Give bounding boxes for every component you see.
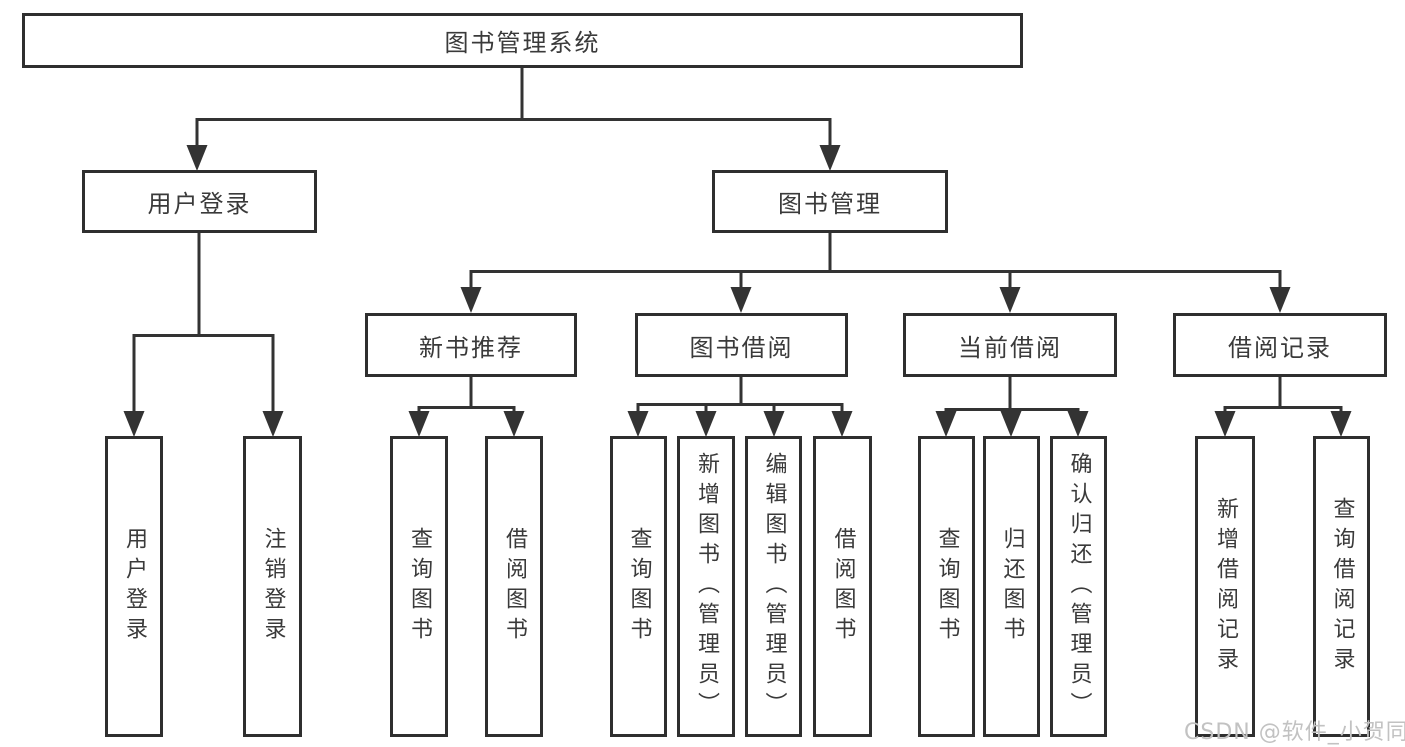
connector-book-borrowing-children <box>627 377 853 437</box>
leaf-label: 查询图书 <box>407 526 432 647</box>
leaf-label: 注销登录 <box>260 526 286 647</box>
node-new-book-recommend: 新书推荐 <box>365 313 577 377</box>
leaf-logout: 注销登录 <box>243 436 302 737</box>
leaf-label: 归还图书 <box>999 526 1025 647</box>
leaf-query-books-current: 查询图书 <box>918 436 975 737</box>
leaf-return-books: 归还图书 <box>983 436 1040 737</box>
leaf-label: 借阅图书 <box>830 526 856 647</box>
node-label: 当前借阅 <box>958 333 1062 362</box>
leaf-label: 查询借阅记录 <box>1329 496 1355 677</box>
leaf-query-books-borrowing: 查询图书 <box>610 436 667 737</box>
leaf-confirm-return-admin: 确认归还（管理员） <box>1050 436 1107 737</box>
node-root-system: 图书管理系统 <box>22 13 1023 68</box>
node-book-management: 图书管理 <box>712 170 948 233</box>
leaf-label: 用户登录 <box>122 526 147 647</box>
node-label: 图书管理 <box>778 190 882 218</box>
node-book-borrowing: 图书借阅 <box>635 313 848 377</box>
leaf-edit-books-admin: 编辑图书（管理员） <box>745 436 802 737</box>
leaf-query-borrow-record: 查询借阅记录 <box>1313 436 1370 737</box>
leaf-label: 新增图书（管理员） <box>694 451 719 722</box>
leaf-add-books-admin: 新增图书（管理员） <box>677 436 735 737</box>
node-current-borrowing: 当前借阅 <box>903 313 1117 377</box>
node-borrow-records: 借阅记录 <box>1173 313 1387 377</box>
connector-user-login-children <box>123 233 284 437</box>
leaf-query-books-recommend: 查询图书 <box>390 436 448 737</box>
connector-current-borrowing-children <box>935 376 1089 437</box>
leaf-label: 借阅图书 <box>502 526 527 647</box>
node-user-login: 用户登录 <box>82 170 317 233</box>
watermark: CSDN @软件_小贺同学 <box>1184 720 1405 745</box>
node-label: 图书借阅 <box>689 333 794 362</box>
node-label: 用户登录 <box>147 190 252 218</box>
connector-borrow-records-children <box>1214 376 1352 437</box>
node-label: 新书推荐 <box>419 333 523 362</box>
leaf-label: 确认归还（管理员） <box>1066 451 1092 722</box>
connector-book-management-children <box>460 233 1291 313</box>
node-label: 图书管理系统 <box>444 29 601 57</box>
leaf-label: 查询图书 <box>626 526 652 647</box>
leaf-label: 查询图书 <box>934 526 960 647</box>
leaf-label: 新增借阅记录 <box>1213 496 1238 677</box>
leaf-borrow-books-recommend: 借阅图书 <box>485 436 543 737</box>
leaf-add-borrow-record: 新增借阅记录 <box>1195 436 1255 737</box>
connector-root-to-level2 <box>186 68 841 171</box>
leaf-user-login: 用户登录 <box>105 436 163 737</box>
connector-new-book-recommend-children <box>408 377 525 437</box>
leaf-borrow-books-borrowing: 借阅图书 <box>813 436 872 737</box>
leaf-label: 编辑图书（管理员） <box>761 451 787 722</box>
node-label: 借阅记录 <box>1228 333 1332 362</box>
